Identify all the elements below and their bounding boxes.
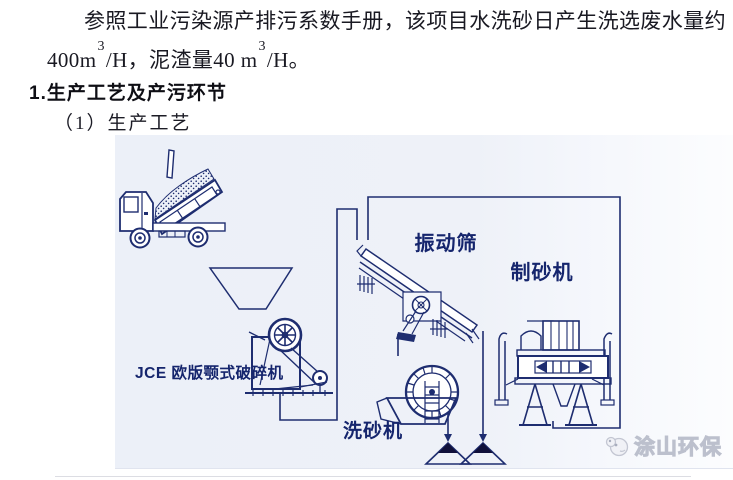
washer-tank — [385, 397, 458, 425]
sand-washer — [376, 364, 460, 425]
screen-spring-right — [430, 319, 448, 338]
left-leg — [522, 383, 548, 426]
left-rail — [498, 332, 508, 400]
sand-maker — [494, 320, 615, 426]
rotor-body — [517, 355, 609, 379]
screen-sandmaker-loop-pipe — [367, 196, 621, 429]
superscript-3: 3 — [97, 39, 105, 55]
dump-truck — [119, 149, 226, 249]
paragraph-line-1: 参照工业污染源产排污系数手册，该项目水洗砂日产生洗选废水量约 — [84, 9, 726, 33]
sub-heading: （1）生产工艺 — [54, 113, 192, 134]
right-rail — [603, 332, 613, 400]
sand-washer-label: 洗砂机 — [343, 419, 403, 442]
cab-window — [123, 196, 139, 213]
watermark-text: 涂山环保 — [634, 436, 722, 460]
screen-spring-left — [357, 275, 375, 294]
process-flow-svg: 振动筛 制砂机 JCE 欧版颚式破碎机 洗砂机 — [119, 149, 621, 465]
crusher-to-screen-pipe — [279, 208, 358, 421]
jaw-crusher — [245, 317, 333, 396]
sand-pile-right — [459, 441, 507, 465]
flow-text: /H。 — [266, 48, 311, 72]
arrow-down-icon — [444, 434, 452, 442]
paragraph-line-2: 400m3/H，泥渣量40 m3/H。 — [47, 39, 311, 74]
sand-maker-label: 制砂机 — [511, 260, 574, 284]
tushan-logo-icon — [605, 436, 629, 457]
jaw-crusher-label: JCE 欧版颚式破碎机 — [135, 363, 283, 382]
superscript-3: 3 — [258, 39, 266, 55]
section-heading: 1.生产工艺及产污环节 — [29, 83, 227, 104]
page-bottom-rule — [55, 476, 691, 477]
vibrating-screen-label: 振动筛 — [415, 231, 478, 255]
discharge-hopper — [552, 383, 576, 407]
sand-pile-left — [424, 441, 472, 465]
bed-lift-arm — [166, 149, 175, 179]
flow-text: 400m — [47, 48, 97, 72]
motor — [520, 330, 542, 350]
arrow-down-icon — [479, 434, 487, 442]
process-flow-diagram: 振动筛 制砂机 JCE 欧版颚式破碎机 洗砂机 — [115, 135, 733, 469]
vibrating-screen — [356, 244, 480, 344]
product-piles — [424, 434, 507, 465]
watermark: 涂山环保 — [604, 430, 722, 462]
gravel-load — [154, 168, 215, 221]
feed-box — [542, 320, 580, 351]
flow-text: /H，泥渣量40 m — [105, 48, 258, 72]
feed-hopper — [208, 267, 294, 310]
right-leg — [568, 383, 594, 426]
